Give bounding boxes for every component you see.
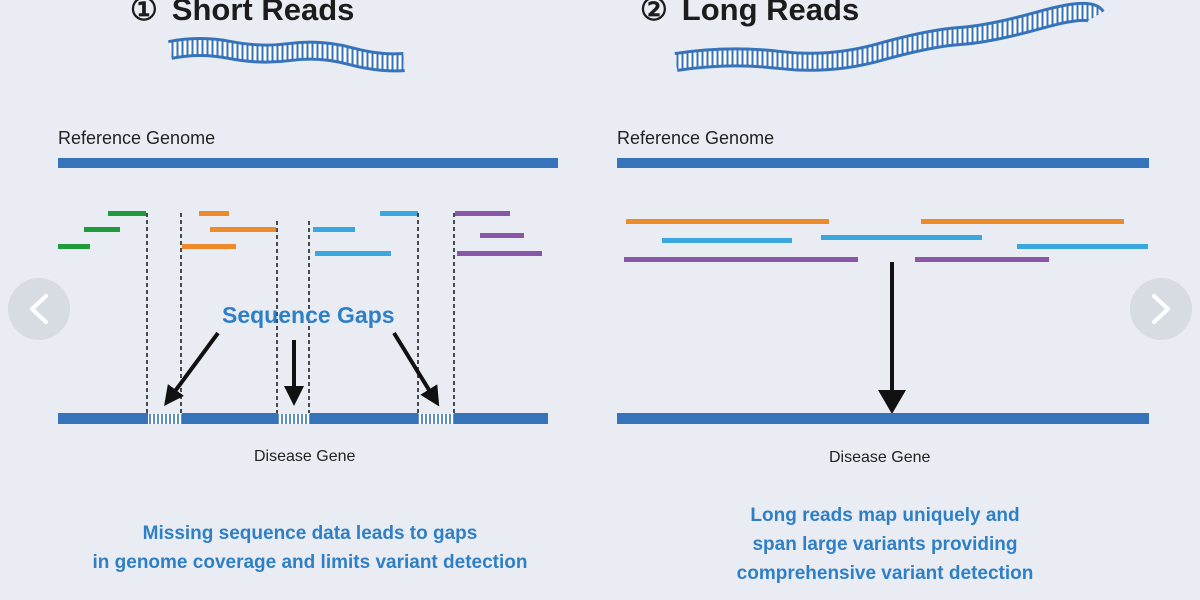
long-reads-cyan <box>662 235 1148 249</box>
long-reads-title-text: Long Reads <box>681 0 860 27</box>
short-reads-caption-line-1: Missing sequence data leads to gaps <box>142 523 478 544</box>
long-reads-title: ② Long Reads <box>640 0 859 28</box>
long-reads-caption: Long reads map uniquely and span large v… <box>620 501 1150 588</box>
right-reference-genome-bar <box>617 158 1149 168</box>
chevron-right-icon <box>1152 294 1170 324</box>
next-slide-button[interactable] <box>1130 278 1192 340</box>
short-reads-caption: Missing sequence data leads to gaps in g… <box>30 519 590 577</box>
chevron-left-icon <box>30 294 48 324</box>
short-reads-green <box>58 211 146 249</box>
step-number-2: ② <box>640 0 668 27</box>
left-disease-gene-label: Disease Gene <box>254 448 356 465</box>
gap-guide-lines <box>146 213 455 413</box>
short-reads-caption-line-2: in genome coverage and limits variant de… <box>92 552 528 573</box>
previous-slide-button[interactable] <box>8 278 70 340</box>
long-reads-caption-line-1: Long reads map uniquely and <box>750 505 1020 526</box>
short-reads-title: ① Short Reads <box>130 0 354 28</box>
long-reads-caption-line-2: span large variants providing <box>752 534 1018 555</box>
mapping-arrow <box>878 262 906 414</box>
short-reads-cyan <box>313 211 418 256</box>
right-reference-label: Reference Genome <box>617 128 775 148</box>
long-dna-icon <box>674 1 1105 72</box>
left-disease-gene-bar <box>58 413 548 424</box>
long-reads-purple <box>624 257 1049 262</box>
sequence-gaps-label: Sequence Gaps <box>222 302 395 328</box>
short-dna-icon <box>168 37 405 73</box>
short-reads-purple <box>455 211 542 256</box>
right-disease-gene-bar <box>617 413 1149 424</box>
step-number-1: ① <box>130 0 158 27</box>
long-reads-caption-line-3: comprehensive variant detection <box>736 563 1034 584</box>
short-reads-orange <box>182 211 276 249</box>
long-reads-orange <box>626 219 1124 224</box>
left-reference-label: Reference Genome <box>58 128 216 148</box>
short-reads-title-text: Short Reads <box>171 0 355 27</box>
gap-arrows <box>164 331 440 407</box>
left-reference-genome-bar <box>58 158 558 168</box>
right-disease-gene-label: Disease Gene <box>829 449 931 466</box>
